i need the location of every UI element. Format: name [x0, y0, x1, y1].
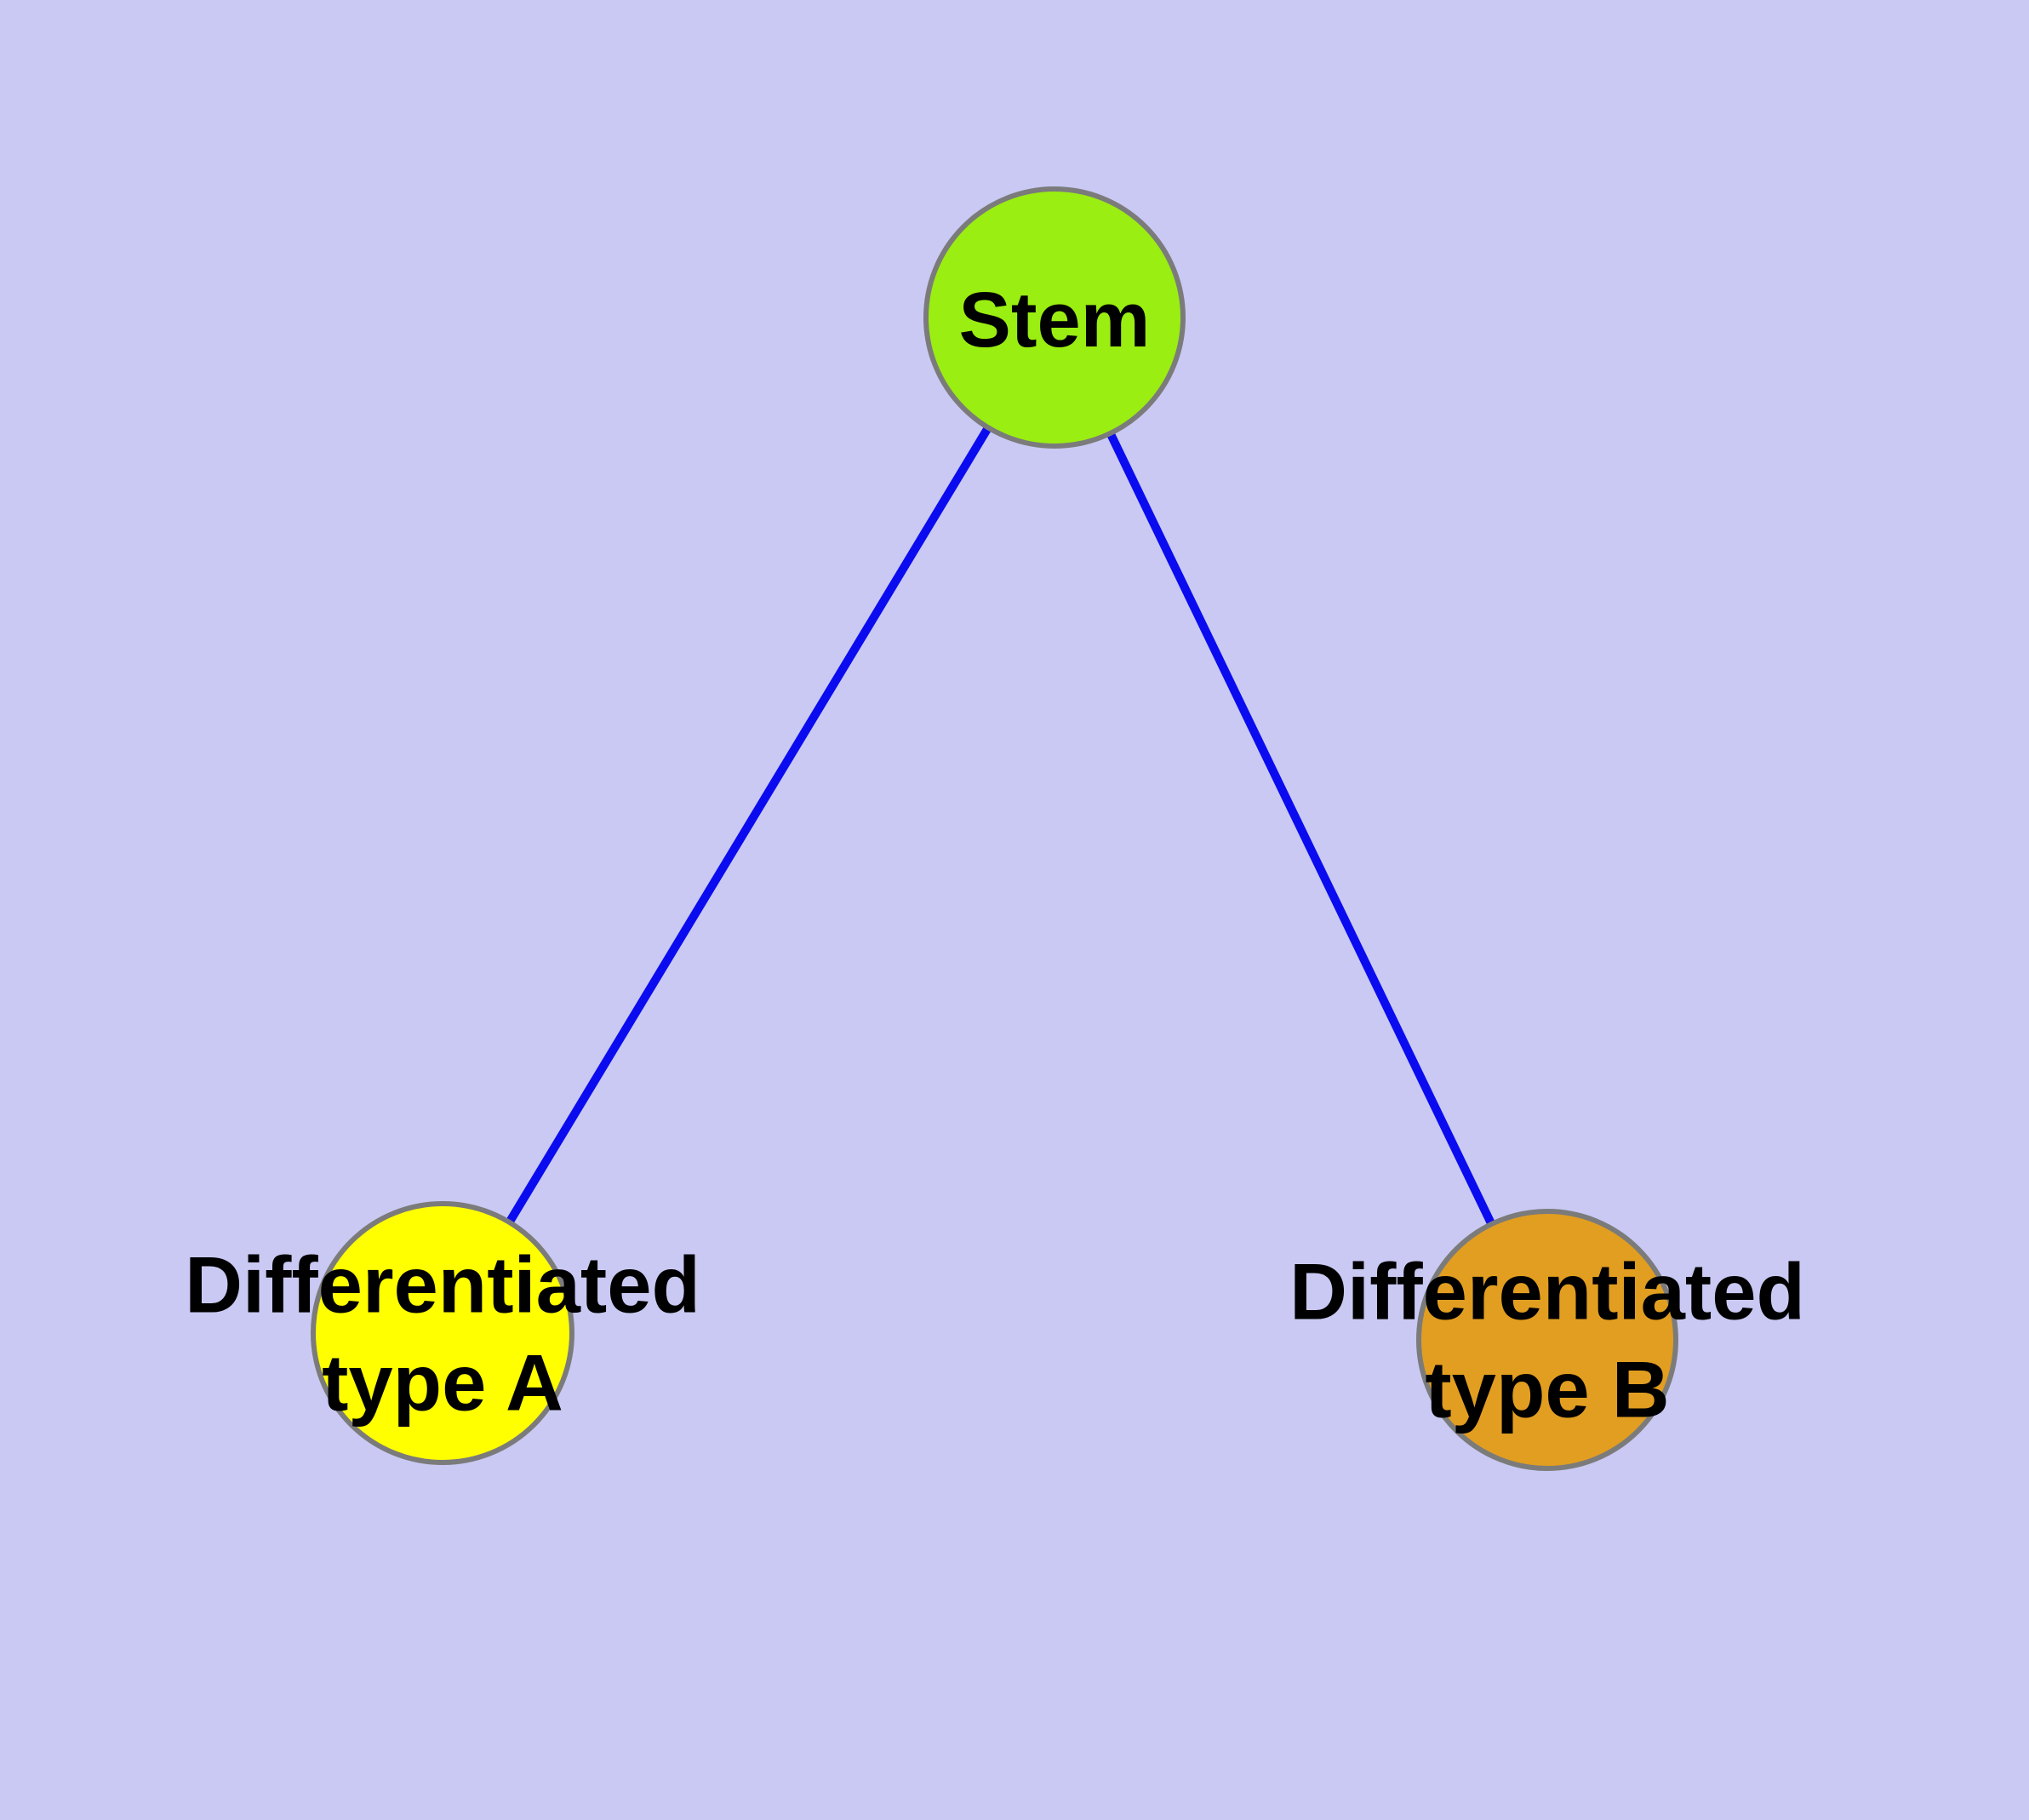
edge-stem-to-type-a	[438, 315, 1059, 1336]
edge-stem-to-type-b	[1050, 315, 1552, 1342]
node-type-b-label-line1: Differentiated	[1289, 1247, 1805, 1336]
node-type-b-label-line2: type B	[1425, 1345, 1669, 1434]
node-type-a-circle	[311, 1201, 574, 1465]
node-stem-label: Stem	[959, 277, 1151, 363]
node-stem-circle	[923, 186, 1186, 449]
node-type-a-label-line2: type A	[322, 1338, 563, 1428]
node-type-b-circle	[1416, 1209, 1678, 1471]
node-type-a-label-line1: Differentiated	[185, 1240, 700, 1330]
